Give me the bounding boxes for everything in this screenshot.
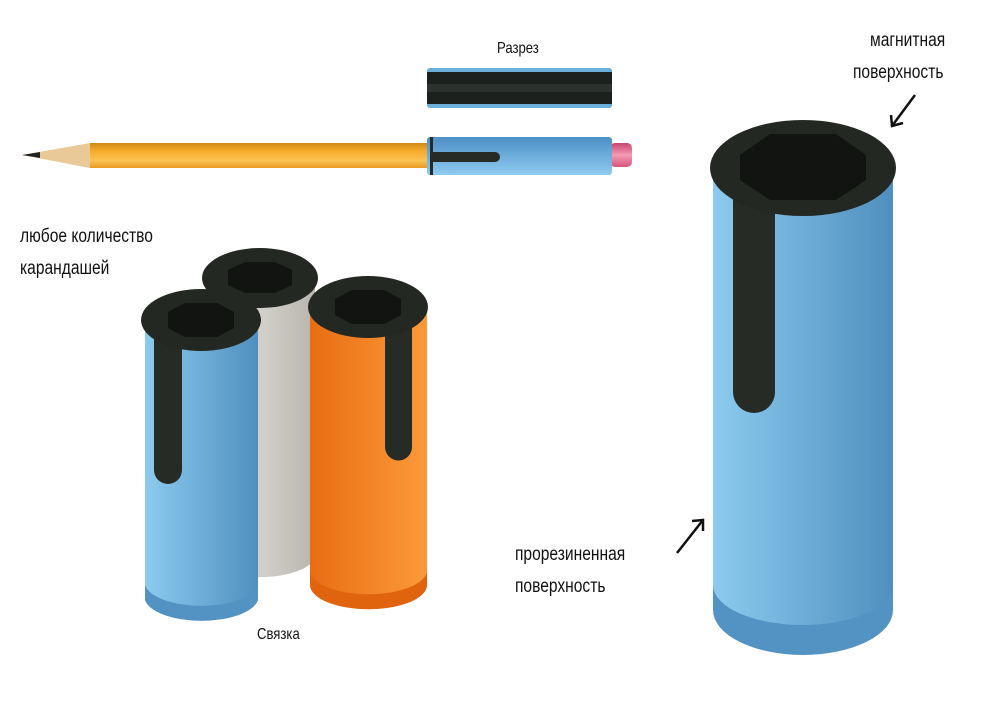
cylinder-orange [308, 276, 428, 610]
arrow-rubber [676, 518, 705, 554]
label-rubber-1: прорезиненная [515, 544, 626, 565]
cylinder-blue-large [710, 120, 896, 655]
label-magnetic-2: поверхность [853, 62, 944, 83]
label-any-count-2: карандашей [20, 258, 110, 279]
cylinder-blue-small [141, 289, 261, 621]
arrow-magnetic [889, 94, 917, 128]
label-bundle: Связка [257, 626, 300, 643]
label-magnetic-1: магнитная [870, 30, 946, 51]
label-section: Разрез [497, 40, 539, 57]
pencil [22, 137, 632, 175]
section-view [427, 68, 612, 108]
label-rubber-2: поверхность [515, 576, 606, 597]
label-any-count-1: любое количество [20, 226, 153, 247]
